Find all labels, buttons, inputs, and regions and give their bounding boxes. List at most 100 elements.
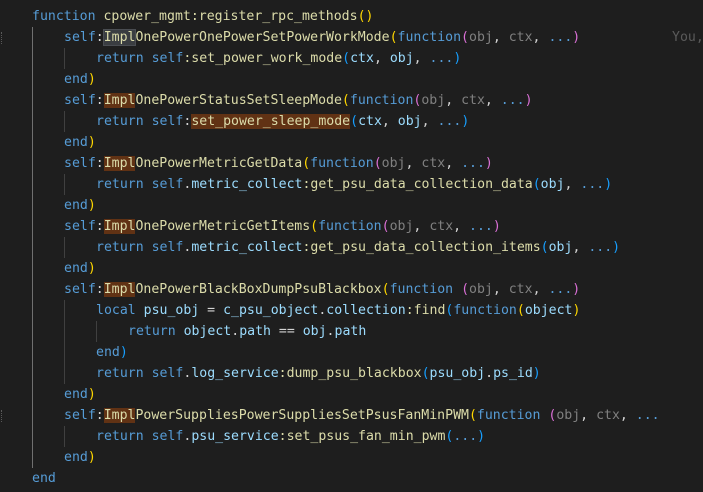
indent-guide	[32, 69, 33, 90]
code-line[interactable]: end)	[0, 258, 703, 279]
code-line[interactable]: local psu_obj = c_psu_object.collection:…	[0, 300, 703, 321]
code-token: cpower_mgmt:register_rpc_methods	[103, 9, 358, 24]
indent-guide	[64, 111, 65, 132]
code-token: ctx	[461, 93, 485, 108]
code-token: )	[572, 282, 581, 297]
code-token: ,	[572, 240, 589, 255]
code-line[interactable]: self:ImplOnePowerStatusSetSleepMode(func…	[0, 90, 703, 111]
code-token	[144, 177, 152, 192]
code-line[interactable]: end	[0, 468, 703, 489]
code-token: self	[151, 366, 184, 381]
code-token	[144, 429, 152, 444]
code-token: .	[485, 366, 494, 381]
code-token: obj	[469, 282, 493, 297]
code-token: return	[128, 324, 176, 339]
code-token: function	[318, 219, 382, 234]
indent-guide	[64, 174, 65, 195]
code-token: self	[64, 93, 96, 108]
code-token: )	[572, 30, 581, 45]
code-token: set_power_sleep_mode	[191, 114, 351, 129]
code-token: obj	[421, 93, 446, 108]
code-token: )	[87, 387, 96, 402]
code-token: (	[350, 114, 359, 129]
code-line[interactable]: end)	[0, 69, 703, 90]
code-token: ctx	[350, 51, 374, 66]
code-line[interactable]: end)	[0, 342, 703, 363]
code-token: end	[64, 198, 88, 213]
code-token: function	[453, 303, 517, 318]
code-token: ...	[588, 240, 613, 255]
code-token: return	[96, 366, 144, 381]
code-line[interactable]: end)	[0, 195, 703, 216]
code-token: return	[96, 177, 144, 192]
code-line[interactable]: return self.log_service:dump_psu_blackbo…	[0, 363, 703, 384]
code-token: )	[87, 135, 96, 150]
code-token: end	[64, 450, 88, 465]
code-text: return self:set_power_sleep_mode(ctx, ob…	[96, 111, 469, 132]
code-token: )	[492, 219, 501, 234]
code-token: (	[421, 366, 430, 381]
code-text: function cpower_mgmt:register_rpc_method…	[32, 6, 373, 27]
code-token: .	[183, 240, 192, 255]
code-token: metric_collect	[191, 177, 303, 192]
code-token: log_service	[191, 366, 279, 381]
code-token: :	[183, 114, 192, 129]
code-token: )	[484, 156, 493, 171]
code-token: psu_service	[191, 429, 279, 444]
code-token: obj	[469, 30, 493, 45]
code-token: (	[381, 282, 390, 297]
code-line[interactable]: return self:set_power_work_mode(ctx, obj…	[0, 48, 703, 69]
code-line[interactable]: function cpower_mgmt:register_rpc_method…	[0, 6, 703, 27]
indent-guide	[64, 342, 65, 363]
code-text: end)	[96, 342, 128, 363]
code-line[interactable]: self:ImplOnePowerMetricGetData(function(…	[0, 153, 703, 174]
code-token: ...	[453, 429, 478, 444]
code-token: function	[349, 93, 414, 108]
code-line[interactable]: end)	[0, 447, 703, 468]
code-token: end	[64, 135, 88, 150]
code-token: self	[64, 156, 96, 171]
code-token: Impl	[103, 219, 136, 234]
indent-guide	[32, 321, 33, 342]
code-token	[144, 51, 152, 66]
code-token: :find	[405, 303, 446, 318]
code-line[interactable]: self:ImplOnePowerMetricGetItems(function…	[0, 216, 703, 237]
code-token: )	[87, 261, 96, 276]
code-token: )	[612, 240, 621, 255]
indent-guide	[32, 174, 33, 195]
code-line[interactable]: return object.path == obj.path	[0, 321, 703, 342]
code-token: Impl	[103, 408, 136, 423]
code-token: )	[532, 366, 541, 381]
code-token: ,	[405, 156, 422, 171]
code-token: (	[302, 156, 311, 171]
code-token: collection	[326, 303, 406, 318]
code-line[interactable]: return self.psu_service:set_psus_fan_min…	[0, 426, 703, 447]
code-token: metric_collect	[191, 240, 303, 255]
code-line[interactable]: return self.metric_collect:get_psu_data_…	[0, 237, 703, 258]
gutter-change-marker	[1, 32, 4, 44]
code-token: function	[310, 156, 374, 171]
indent-guide	[32, 90, 33, 111]
code-token: (	[342, 51, 351, 66]
code-token: (	[548, 408, 557, 423]
code-token: )	[87, 72, 96, 87]
code-token: self	[151, 51, 184, 66]
code-token: ==	[270, 324, 303, 339]
code-token: obj	[540, 177, 565, 192]
code-text: self:ImplPowerSuppliesPowerSuppliesSetPs…	[64, 405, 660, 426]
indent-guide	[32, 300, 33, 321]
code-line[interactable]: self:ImplOnePowerBlackBoxDumpPsuBlackbox…	[0, 279, 703, 300]
code-line[interactable]: self:ImplOnePowerOnePowerSetPowerWorkMod…	[0, 27, 703, 48]
code-line[interactable]: end)	[0, 132, 703, 153]
code-token: .	[183, 177, 192, 192]
code-text: end)	[64, 132, 96, 153]
code-line[interactable]: end)	[0, 384, 703, 405]
code-text: return self.metric_collect:get_psu_data_…	[96, 174, 612, 195]
code-token: (	[461, 30, 469, 45]
code-line[interactable]: return self.metric_collect:get_psu_data_…	[0, 174, 703, 195]
code-line[interactable]: self:ImplPowerSuppliesPowerSuppliesSetPs…	[0, 405, 703, 426]
code-token: ...	[580, 177, 605, 192]
code-token: .	[326, 324, 335, 339]
code-line[interactable]: return self:set_power_sleep_mode(ctx, ob…	[0, 111, 703, 132]
